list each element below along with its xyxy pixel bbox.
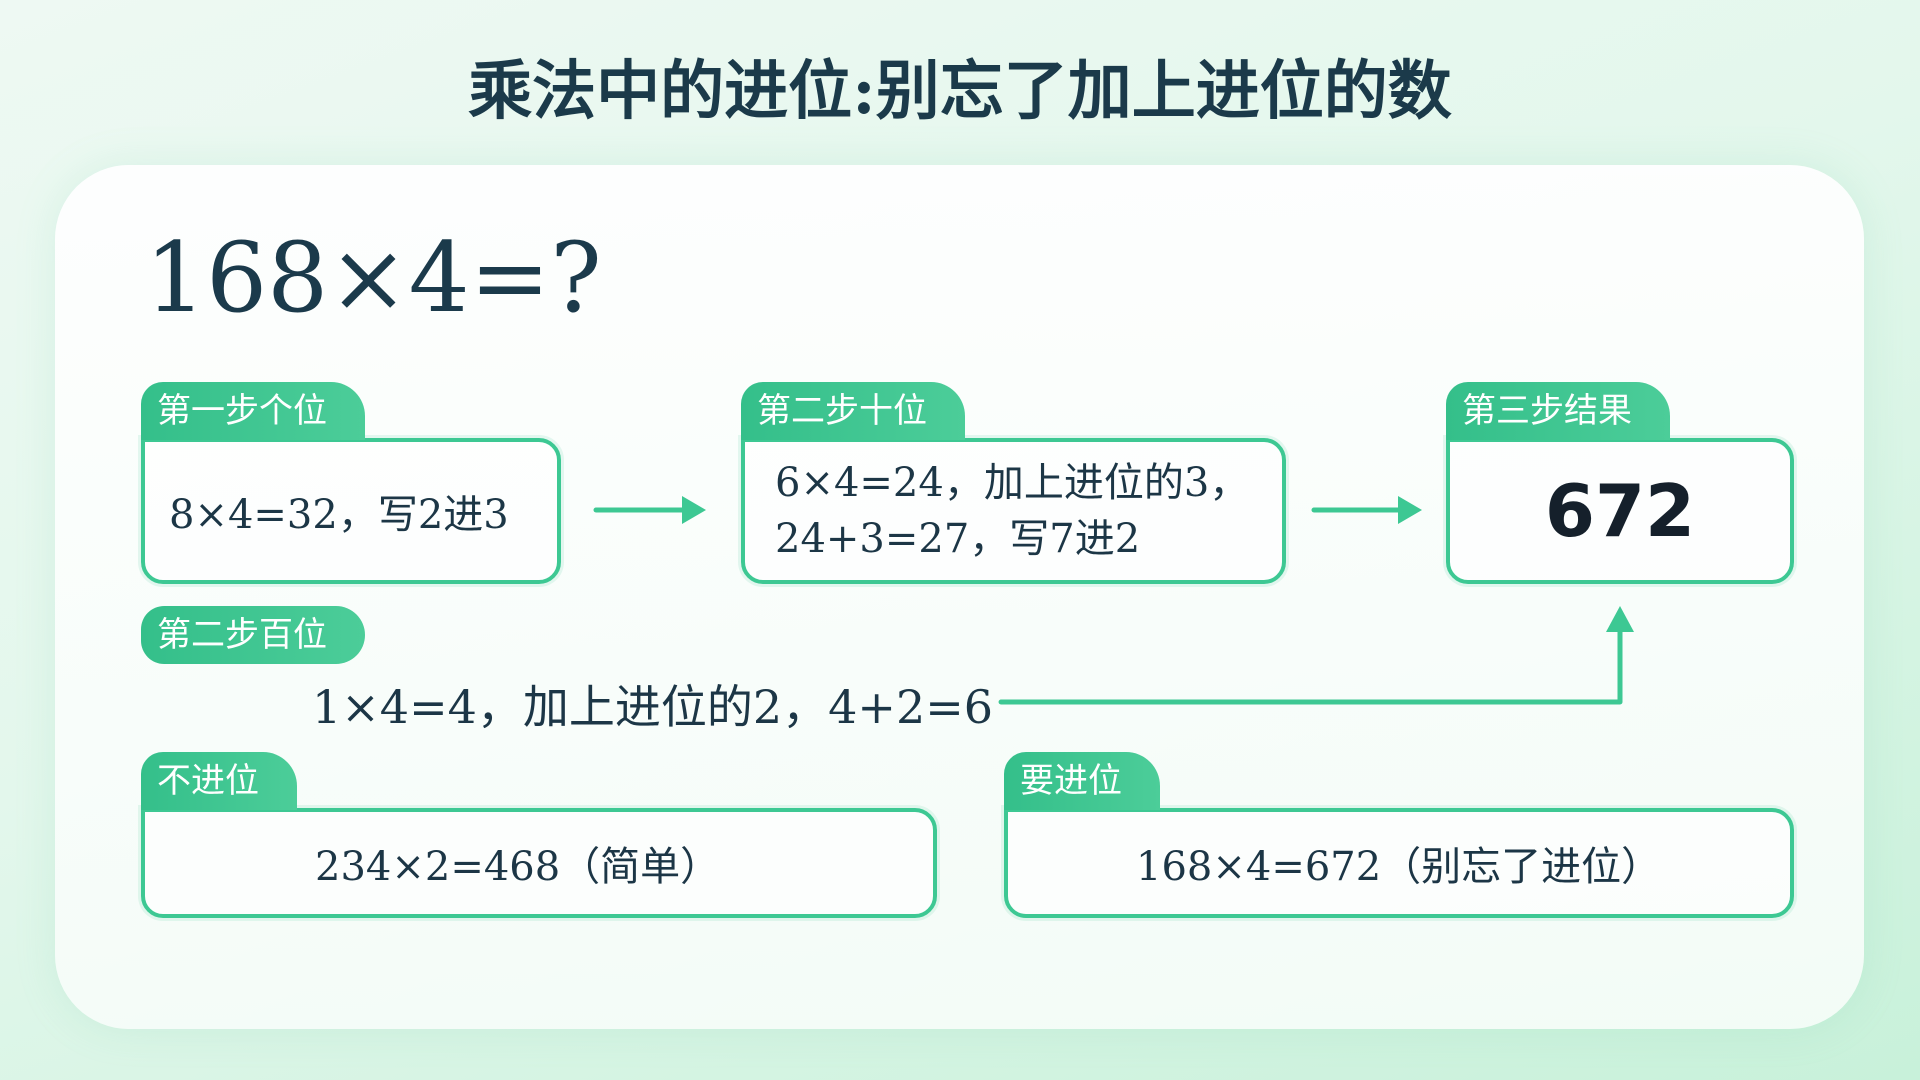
step3-tab: 第三步结果 (1446, 382, 1670, 440)
carry-tab: 要进位 (1004, 752, 1160, 810)
step1-tab: 第一步个位 (141, 382, 365, 440)
problem-equation: 168×4=? (145, 222, 602, 334)
no-carry-tab: 不进位 (141, 752, 297, 810)
hundreds-text: 1×4=4，加上进位的2，4+2=6 (312, 680, 994, 734)
no-carry-box: 234×2=468（简单） (141, 808, 937, 918)
page-title: 乘法中的进位:别忘了加上进位的数 (468, 54, 1452, 129)
step1-text: 8×4=32，写2进3 (169, 492, 509, 538)
result-value: 672 (1544, 469, 1696, 553)
hundreds-tab: 第二步百位 (141, 606, 365, 664)
step2-text-line2: 24+3=27，写7进2 (775, 516, 1141, 562)
result-box: 672 (1446, 438, 1794, 584)
step2-tab: 第二步十位 (741, 382, 965, 440)
step2-box: 6×4=24，加上进位的3， 24+3=27，写7进2 (741, 438, 1286, 584)
step1-box: 8×4=32，写2进3 (141, 438, 561, 584)
carry-text: 168×4=672（别忘了进位） (1136, 844, 1662, 890)
carry-box: 168×4=672（别忘了进位） (1004, 808, 1794, 918)
no-carry-text: 234×2=468（简单） (315, 844, 721, 890)
step2-text-line1: 6×4=24，加上进位的3， (775, 460, 1250, 506)
